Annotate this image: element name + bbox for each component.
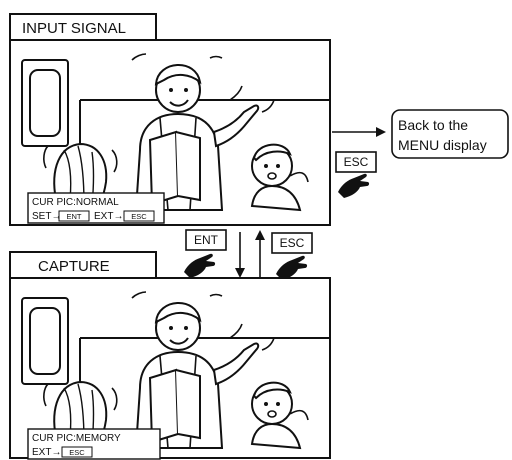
top-status-line1: CUR PIC:NORMAL <box>32 197 119 208</box>
pressing-hand-icon <box>276 256 307 280</box>
bottom-screen-title: CAPTURE <box>38 258 110 275</box>
esc-key-middle-label: ESC <box>280 236 305 250</box>
esc-key-right-label: ESC <box>344 155 369 169</box>
pressing-hand-icon <box>184 254 215 278</box>
right-arrow-icon <box>376 127 386 137</box>
top-status-ext-label: EXT→ <box>94 211 123 222</box>
top-status-box: CUR PIC:NORMAL SET→ ENT EXT→ ESC <box>28 193 164 223</box>
bottom-status-ext-label: EXT→ <box>32 447 61 458</box>
top-status-set-label: SET→ <box>32 211 61 222</box>
top-screen-title: INPUT SIGNAL <box>22 20 126 37</box>
menu-callout-line1: Back to the <box>398 117 468 133</box>
bottom-status-box: CUR PIC:MEMORY EXT→ ESC <box>28 429 160 459</box>
menu-callout-line2: MENU display <box>398 137 487 153</box>
top-status-ent-key: ENT <box>67 212 82 221</box>
bottom-screen: CAPTURE CUR PIC:MEMORY EXT→ ESC <box>10 252 330 459</box>
up-arrow-icon <box>255 230 265 240</box>
bottom-status-line1: CUR PIC:MEMORY <box>32 433 121 444</box>
top-screen: INPUT SIGNAL CUR PIC:NORMAL SET→ ENT EXT… <box>10 14 330 225</box>
transition-group: ENT ESC <box>184 230 312 280</box>
pressing-hand-icon <box>338 174 369 198</box>
ent-key-label: ENT <box>194 233 219 247</box>
bottom-status-esc-key: ESC <box>69 448 85 457</box>
top-status-esc-key: ESC <box>131 212 147 221</box>
down-arrow-icon <box>235 268 245 278</box>
back-to-menu-group: Back to the MENU display ESC <box>332 110 508 198</box>
